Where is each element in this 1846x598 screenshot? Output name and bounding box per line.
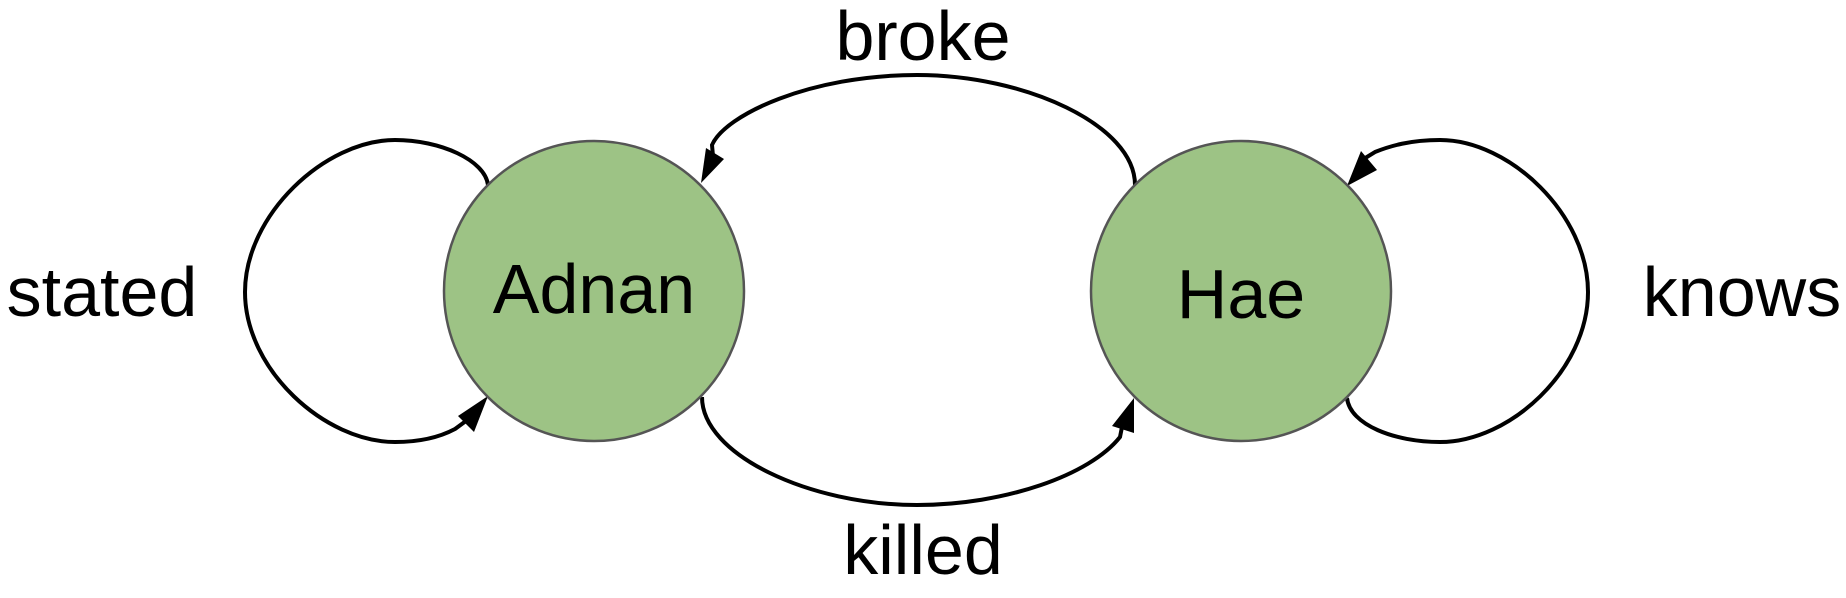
node-adnan: Adnan bbox=[442, 139, 746, 443]
edge-knows-line bbox=[1345, 137, 1591, 445]
edge-label-killed: killed bbox=[843, 511, 1003, 589]
edge-broke-arrowhead bbox=[701, 148, 724, 183]
edge-label-knows: knows bbox=[1643, 253, 1841, 331]
edge-label-broke: broke bbox=[835, 0, 1010, 75]
edge-stated bbox=[242, 137, 490, 445]
edge-broke-line bbox=[709, 72, 1137, 186]
edge-stated-line bbox=[242, 137, 490, 445]
edge-killed-line bbox=[700, 396, 1124, 508]
node-adnan-label: Adnan bbox=[493, 250, 695, 328]
edge-label-stated: stated bbox=[7, 253, 198, 331]
node-adnan-circle bbox=[442, 139, 746, 443]
edge-broke bbox=[701, 72, 1137, 186]
edge-killed-arrowhead bbox=[1112, 398, 1134, 433]
node-hae-label: Hae bbox=[1177, 255, 1305, 333]
edge-killed bbox=[700, 396, 1134, 508]
edge-stated-arrowhead bbox=[458, 396, 488, 432]
edge-knows-arrowhead bbox=[1347, 151, 1377, 186]
node-hae: Hae bbox=[1089, 139, 1393, 443]
node-hae-circle bbox=[1089, 139, 1393, 443]
edge-knows bbox=[1345, 137, 1591, 445]
